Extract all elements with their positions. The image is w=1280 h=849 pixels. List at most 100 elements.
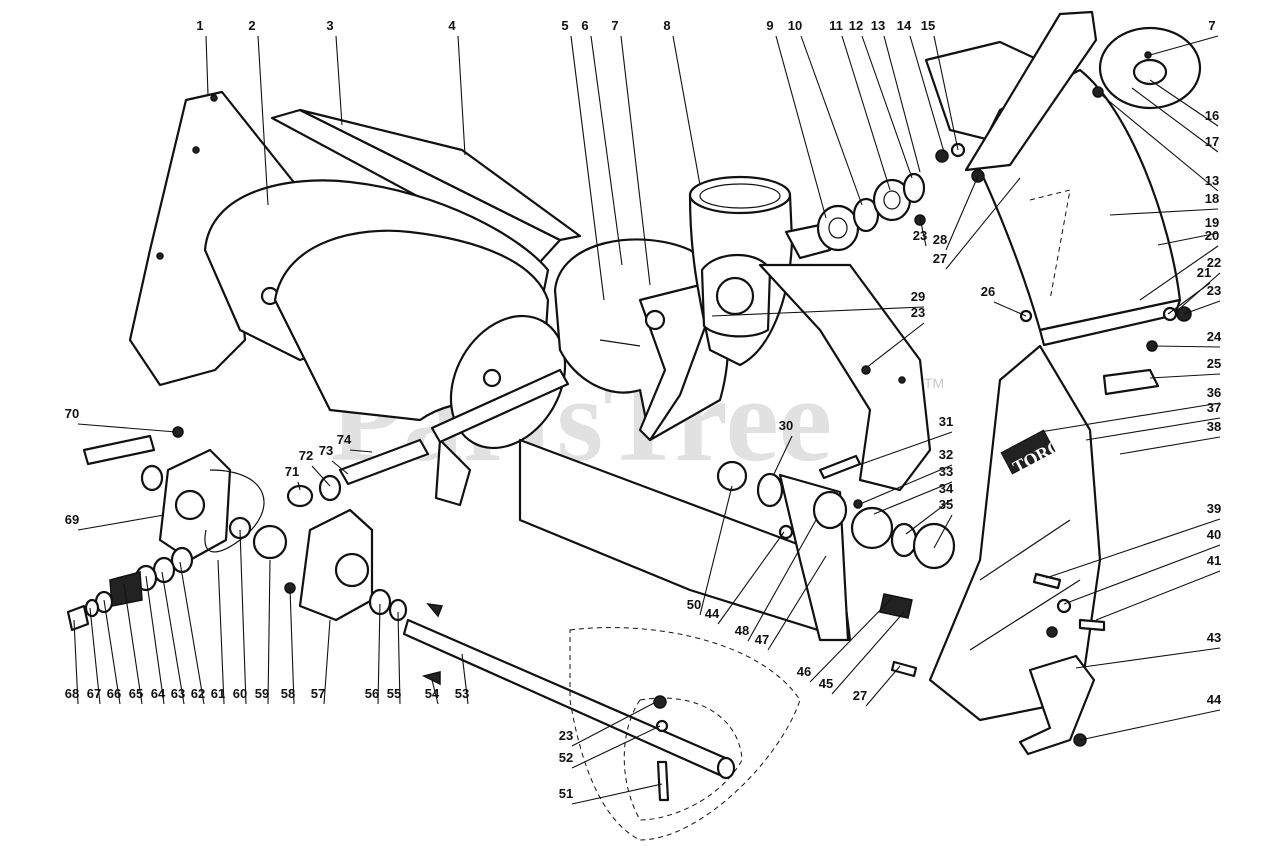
callout-number-c6: 6 — [581, 18, 588, 33]
housing-top-flange — [298, 108, 582, 242]
callout-number-c64: 64 — [151, 686, 166, 701]
callout-leader-c62 — [179, 561, 205, 705]
callout-leader-c40 — [1063, 544, 1221, 605]
callout-leader-c1 — [205, 35, 209, 96]
callout-leader-c67 — [89, 607, 101, 705]
callout-leader-c15 — [933, 35, 959, 151]
callout-leader-c3 — [335, 35, 343, 126]
callout-leader-c7a — [620, 35, 651, 286]
callout-number-c59: 59 — [255, 686, 269, 701]
side-plate-slot — [969, 579, 1081, 651]
washer-44 — [778, 524, 794, 540]
bearing-plate-35 — [912, 522, 956, 570]
callout-leader-c61 — [217, 559, 225, 705]
callout-number-c20: 20 — [1205, 228, 1219, 243]
callout-number-c57: 57 — [311, 686, 325, 701]
callout-leader-c23b — [919, 217, 927, 247]
callout-leader-c52 — [571, 725, 661, 769]
callout-leader-c7b — [1149, 35, 1219, 56]
bearing-71 — [286, 484, 314, 508]
side-plate-slot — [979, 519, 1071, 581]
bearing-30 — [756, 472, 784, 508]
callout-leader-c58 — [289, 587, 295, 705]
bearing-plate-33 — [850, 506, 894, 550]
callout-leader-c23a — [1183, 300, 1221, 315]
washer-22 — [1162, 306, 1178, 322]
callout-number-c68: 68 — [65, 686, 79, 701]
callout-number-c66: 66 — [107, 686, 121, 701]
callout-number-c16: 16 — [1205, 108, 1219, 123]
callout-number-c65: 65 — [129, 686, 143, 701]
callout-leader-c68 — [73, 619, 79, 705]
handwheel-hub — [1132, 58, 1168, 86]
callout-leader-c55 — [397, 611, 401, 705]
callout-leader-c47 — [767, 555, 827, 651]
impeller-hub — [644, 309, 666, 331]
callout-number-c19: 19 — [1205, 215, 1219, 230]
brand-plate — [1000, 429, 1056, 475]
callout-number-c13b: 13 — [1205, 173, 1219, 188]
callout-leader-c51 — [571, 783, 663, 805]
callout-number-c62: 62 — [191, 686, 205, 701]
callout-leader-c72 — [311, 465, 331, 487]
bushing-70b — [140, 464, 164, 492]
auger-disc-hub — [482, 368, 502, 388]
flange-bearing-9-bore — [828, 217, 848, 239]
callout-leader-c25 — [1149, 373, 1221, 379]
callout-leader-c44a — [717, 531, 785, 625]
callout-leader-c43 — [1075, 647, 1221, 669]
callout-number-c32: 32 — [939, 447, 953, 462]
nut-23d — [653, 695, 667, 709]
callout-number-c54: 54 — [425, 686, 440, 701]
callout-number-c44b: 44 — [1207, 692, 1222, 707]
impeller-key — [599, 339, 641, 347]
callout-leader-c39 — [1045, 518, 1221, 579]
gear-case-bore — [334, 552, 370, 588]
gear-case-69-bore — [174, 489, 206, 521]
callout-number-c46: 46 — [797, 664, 811, 679]
callout-number-c27a: 27 — [933, 251, 947, 266]
callout-leader-c27b — [865, 665, 901, 707]
callout-leader-c56 — [377, 603, 381, 705]
side-plate-hole — [156, 252, 164, 260]
callout-leader-c23d — [571, 701, 657, 747]
bearing-housing-bore — [715, 276, 755, 316]
callout-leader-c60 — [239, 529, 247, 705]
callout-number-c60: 60 — [233, 686, 247, 701]
callout-number-c73: 73 — [319, 443, 333, 458]
callout-number-c56: 56 — [365, 686, 379, 701]
callout-number-c11: 11 — [829, 18, 843, 33]
callout-leader-c22 — [1177, 272, 1221, 311]
callout-leader-c53 — [461, 653, 469, 705]
callout-leader-c2 — [257, 35, 269, 206]
callout-leader-c35 — [933, 514, 953, 549]
callout-leader-c50 — [699, 485, 733, 616]
callout-number-c12: 12 — [849, 18, 863, 33]
callout-number-c40: 40 — [1207, 527, 1221, 542]
callout-number-c71: 71 — [285, 464, 299, 479]
callout-number-c27b: 27 — [853, 688, 867, 703]
chute-crank-path — [1029, 189, 1071, 301]
bolt-39 — [1032, 572, 1062, 590]
callout-number-c67: 67 — [87, 686, 101, 701]
callout-number-c33: 33 — [939, 464, 953, 479]
callout-number-c18: 18 — [1205, 191, 1219, 206]
skid-shoe-43 — [1018, 654, 1096, 756]
callout-leader-c69 — [77, 514, 165, 531]
auger-flight-outline — [569, 627, 801, 841]
side-plate-hole — [192, 146, 200, 154]
nut-14 — [935, 149, 949, 163]
callout-number-c8: 8 — [663, 18, 670, 33]
callout-leader-c44b — [1079, 709, 1221, 741]
callout-leader-c57 — [323, 619, 331, 705]
callout-number-c7b: 7 — [1208, 18, 1215, 33]
bolt-27 — [890, 660, 918, 678]
callout-number-c38: 38 — [1207, 419, 1221, 434]
sprocket-59 — [252, 524, 288, 560]
callout-number-c48: 48 — [735, 623, 749, 638]
callout-number-c4: 4 — [448, 18, 456, 33]
washer-52 — [655, 719, 669, 733]
callout-leader-c13a — [883, 35, 921, 173]
impeller-outlet-inner — [699, 183, 781, 209]
